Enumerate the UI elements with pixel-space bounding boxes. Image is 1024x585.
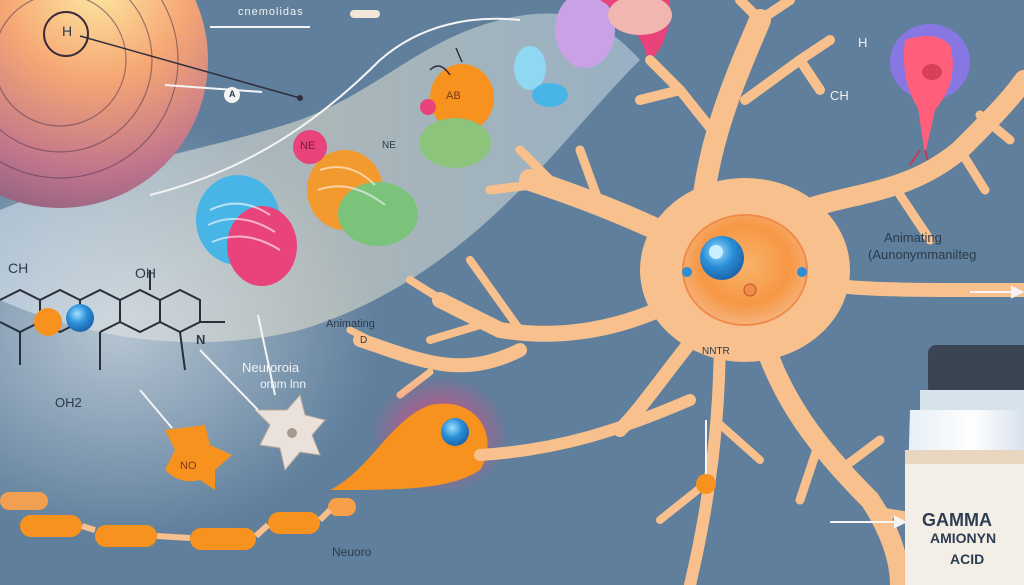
atom-diagram	[0, 0, 303, 208]
pointer-line-molecule	[199, 349, 259, 411]
atom-h-label: H	[62, 23, 73, 39]
glial-cell-white	[253, 393, 326, 472]
pointer-line-annot	[257, 314, 276, 396]
vial-line-2: AMIONYN	[930, 530, 997, 546]
secondary-neuron	[330, 375, 696, 495]
annot-d: D	[360, 335, 368, 346]
band-outline	[149, 17, 521, 196]
vesicle-blue-small	[514, 46, 568, 107]
formula-oh2-label: OH2	[55, 395, 82, 410]
vesicle-orange-green	[419, 47, 494, 168]
pointer-a-label: A	[229, 89, 236, 99]
vial-line-1: GAMMA	[922, 510, 992, 530]
neuro-bottom-label: Neuoro	[332, 545, 372, 559]
atom-orange	[34, 308, 62, 336]
formula-oh-label: OH	[135, 265, 156, 281]
neuro-title-1: Neuroroia	[242, 360, 300, 375]
vesicle-pink-orange	[293, 130, 418, 246]
atom-blue	[66, 304, 94, 332]
myelin-axon	[0, 492, 356, 550]
center-tag-label: NNTR	[702, 346, 730, 357]
formula-n-label: N	[196, 332, 206, 347]
pointer-a-badge	[224, 87, 240, 103]
formula-ch-label: CH	[8, 260, 29, 276]
right-title-1: Animating	[884, 230, 942, 245]
pink-neuron-top-right	[890, 24, 970, 169]
glial-cell-orange	[165, 425, 232, 490]
right-h-label: H	[858, 35, 868, 50]
vial-line-3: ACID	[950, 551, 985, 567]
left-ne-label: NE	[382, 140, 396, 151]
vesicle-blue-pink	[196, 175, 297, 286]
vesicle-ne-label: NE	[300, 140, 316, 152]
right-ch-label: CH	[830, 88, 849, 103]
vesicle-no-label: NO	[180, 460, 197, 472]
annot-animating-left: Animating	[326, 318, 375, 330]
right-title-2: (Aunonymmanilteg	[868, 247, 977, 262]
vesicle-ab-label: AB	[446, 90, 461, 102]
pointer-line-a	[164, 84, 263, 93]
pointer-line-glial	[139, 389, 173, 429]
gaba-vial	[905, 345, 1024, 585]
right-arrows	[830, 285, 1024, 529]
vesicle-purple-top	[555, 0, 672, 68]
neuro-title-2: omm lnn	[260, 377, 307, 391]
top-caption: cnemolidas	[238, 6, 304, 18]
caption-dash	[350, 10, 380, 18]
